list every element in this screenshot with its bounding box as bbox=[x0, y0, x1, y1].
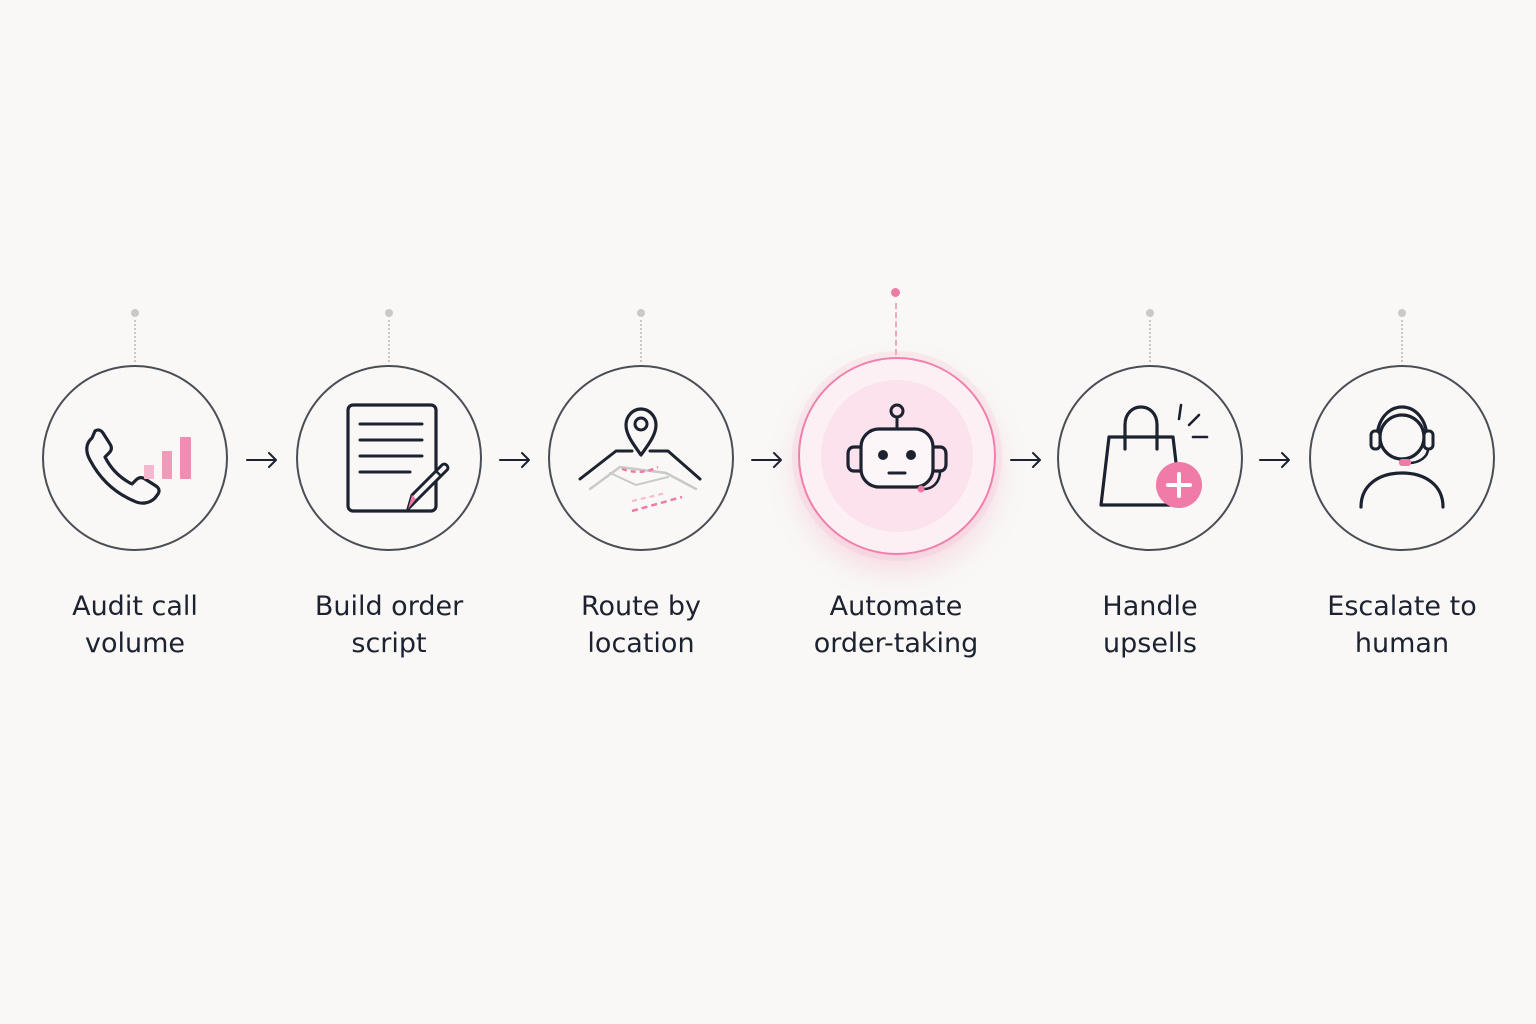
step-label-line: Build order bbox=[314, 591, 464, 622]
step-label-line: Automate bbox=[829, 591, 963, 622]
step-escalate-to-human: Escalate to human bbox=[1282, 0, 1522, 1024]
phone-signal-icon bbox=[85, 428, 191, 505]
step-label-line: location bbox=[587, 628, 695, 659]
connector-line bbox=[1401, 320, 1403, 362]
connector-dot bbox=[385, 309, 393, 317]
step-route-by-location: Route by location bbox=[521, 0, 761, 1024]
step-label-line: Handle bbox=[1102, 591, 1198, 622]
arrow-right-icon bbox=[498, 449, 532, 471]
step-node-highlighted bbox=[798, 357, 996, 555]
step-label: Escalate to human bbox=[1282, 588, 1522, 662]
arrow-right-icon bbox=[245, 449, 279, 471]
robot-icon bbox=[846, 403, 948, 493]
connector-dot bbox=[131, 309, 139, 317]
step-node bbox=[548, 365, 734, 551]
step-handle-upsells: Handle upsells bbox=[1030, 0, 1270, 1024]
step-label: Audit call volume bbox=[15, 588, 255, 662]
document-pencil-icon bbox=[346, 403, 450, 513]
step-label: Build order script bbox=[269, 588, 509, 662]
connector-dot bbox=[1398, 309, 1406, 317]
step-label: Route by location bbox=[521, 588, 761, 662]
shopping-bag-plus-icon bbox=[1099, 403, 1209, 508]
arrow-right-icon bbox=[1009, 449, 1043, 471]
connector-line bbox=[895, 303, 897, 355]
step-label-line: upsells bbox=[1103, 628, 1197, 659]
connector-dot bbox=[891, 288, 900, 297]
step-label-line: script bbox=[351, 628, 427, 659]
connector-dot bbox=[637, 309, 645, 317]
connector-line bbox=[134, 320, 136, 362]
arrow-right-icon bbox=[1258, 449, 1292, 471]
connector-line bbox=[1149, 320, 1151, 362]
connector-line bbox=[388, 320, 390, 362]
step-node bbox=[42, 365, 228, 551]
headset-agent-icon bbox=[1359, 405, 1445, 509]
step-node bbox=[1057, 365, 1243, 551]
connector-line bbox=[640, 320, 642, 362]
step-node bbox=[296, 365, 482, 551]
step-automate-order-taking: Automate order-taking bbox=[776, 0, 1016, 1024]
step-label-line: volume bbox=[84, 628, 186, 659]
arrow-right-icon bbox=[750, 449, 784, 471]
step-label-line: Route by bbox=[580, 591, 702, 622]
step-label-line: order-taking bbox=[813, 628, 979, 659]
step-label: Handle upsells bbox=[1030, 588, 1270, 662]
step-build-order-script: Build order script bbox=[269, 0, 509, 1024]
step-label-line: Audit call bbox=[72, 591, 198, 622]
connector-dot bbox=[1146, 309, 1154, 317]
step-label-line: human bbox=[1354, 628, 1450, 659]
step-audit-call-volume: Audit call volume bbox=[15, 0, 255, 1024]
step-label: Automate order-taking bbox=[776, 588, 1016, 662]
step-node bbox=[1309, 365, 1495, 551]
map-pin-icon bbox=[578, 407, 702, 513]
step-label-line: Escalate to bbox=[1327, 591, 1477, 622]
